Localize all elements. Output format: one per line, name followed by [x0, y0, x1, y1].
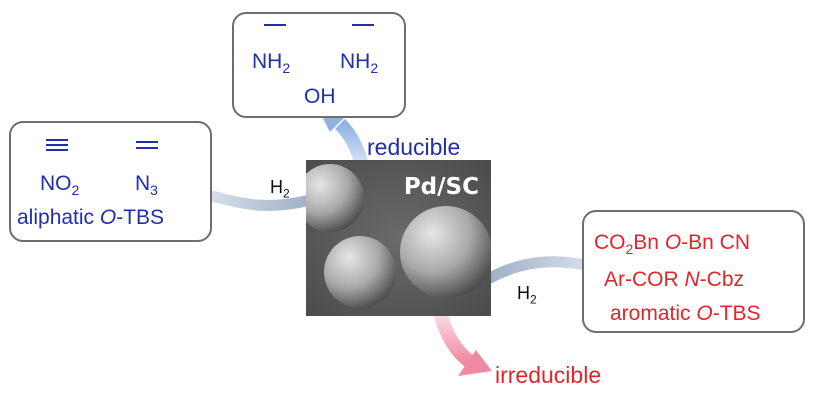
- sphere-bottom-left: [324, 236, 396, 308]
- sphere-right: [400, 206, 491, 298]
- triple-bond-bar-2: [46, 144, 68, 146]
- irreducible-arrow-shaft: [433, 310, 475, 368]
- aromatic-otbs-line: aromatic O-TBS: [610, 302, 761, 325]
- right-connector: [484, 256, 591, 284]
- h2-left-label: H2: [270, 177, 290, 201]
- catalyst-label: Pd/SC: [403, 174, 479, 200]
- irreducible-groups-box: CO2Bn O-Bn CN Ar-COR N-Cbz aromatic O-TB…: [582, 210, 805, 333]
- pd-sc-sem-image: Pd/SC: [306, 160, 491, 316]
- triple-bond-bar-3: [46, 149, 68, 151]
- nh2-right-formula: NH2: [340, 50, 379, 77]
- h2-right-label: H2: [517, 283, 537, 307]
- reducible-products-box: NH2 NH2 OH: [232, 12, 406, 118]
- single-bond-bar-right: [352, 24, 374, 26]
- n3-formula: N3: [135, 172, 158, 199]
- sphere-top-left: [306, 164, 364, 232]
- nh2-left-formula: NH2: [252, 50, 291, 77]
- reducible-label: reducible: [367, 134, 461, 160]
- co2bn-obn-cn-line: CO2Bn O-Bn CN: [594, 231, 751, 258]
- sem-micrograph: [306, 160, 491, 316]
- reducible-substrates-box: NO2 N3 aliphatic O-TBS: [9, 121, 212, 242]
- left-connector: [206, 190, 316, 211]
- arcor-ncbz-line: Ar-COR N-Cbz: [604, 268, 745, 291]
- double-bond-bar-2: [136, 147, 158, 149]
- triple-bond-bar-1: [46, 139, 68, 141]
- oh-formula: OH: [304, 85, 336, 108]
- single-bond-bar-left: [264, 24, 286, 26]
- irreducible-arrow-head: [458, 350, 492, 376]
- irreducible-label: irreducible: [495, 362, 602, 388]
- no2-formula: NO2: [40, 172, 80, 199]
- aliphatic-otbs-label: aliphatic O-TBS: [17, 206, 165, 229]
- double-bond-bar-1: [136, 141, 158, 143]
